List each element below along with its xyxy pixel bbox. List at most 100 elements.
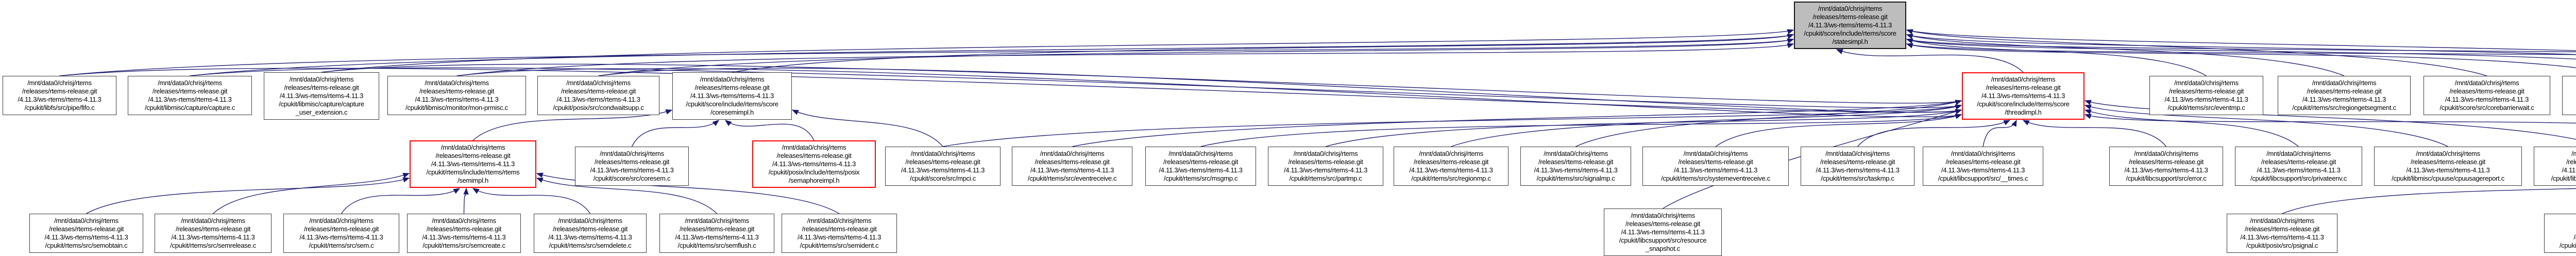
include-edge-cpuusagetop-to-threadimpl (2084, 100, 2576, 140)
graph-node-semimpl[interactable]: /mnt/data0/chrisj/rtems/releases/rtems-r… (410, 140, 536, 188)
node-label-line: /4.11.3/ws-rtems/rtems-4.11.3 (1534, 166, 1618, 174)
node-label-line: /mnt/data0/chrisj/rtems (1293, 150, 1358, 157)
node-label-line: /releases/rtems-release.git (284, 84, 359, 91)
node-label-line: /releases/rtems-release.git (2168, 87, 2244, 95)
graph-node-systemeventreceive[interactable]: /mnt/data0/chrisj/rtems/releases/rtems-r… (1642, 147, 1789, 186)
include-edge-semdelete-to-semimpl (472, 188, 591, 214)
graph-node-semobtain[interactable]: /mnt/data0/chrisj/rtems/releases/rtems-r… (29, 214, 143, 253)
node-label-line: /releases/rtems-release.git (694, 84, 770, 91)
graph-node-semcreate[interactable]: /mnt/data0/chrisj/rtems/releases/rtems-r… (407, 214, 521, 253)
node-label-line: /releases/rtems-release.git (48, 225, 124, 233)
node-label-line: /4.11.3/ws-rtems/rtems-4.11.3 (1981, 92, 2065, 100)
graph-node-msgmp[interactable]: /mnt/data0/chrisj/rtems/releases/rtems-r… (1145, 147, 1256, 186)
graph-node-eventmp[interactable]: /mnt/data0/chrisj/rtems/releases/rtems-r… (2149, 76, 2263, 115)
graph-node-cpuusagetop[interactable]: /mnt/data0/chrisj/rtems/releases/rtems-r… (2534, 147, 2576, 186)
node-label-line: /mnt/data0/chrisj/rtems (1544, 150, 1608, 157)
node-label-line: /4.11.3/ws-rtems/rtems-4.11.3 (590, 166, 674, 174)
node-label-line: /threadimpl.h (2005, 108, 2042, 116)
graph-node-semdelete[interactable]: /mnt/data0/chrisj/rtems/releases/rtems-r… (534, 214, 647, 253)
graph-node-signalmp[interactable]: /mnt/data0/chrisj/rtems/releases/rtems-r… (1520, 147, 1631, 186)
node-label-line: /4.11.3/ws-rtems/rtems-4.11.3 (415, 95, 499, 103)
graph-node-coresemimpl[interactable]: /mnt/data0/chrisj/rtems/releases/rtems-r… (672, 72, 792, 120)
graph-node-fifo[interactable]: /mnt/data0/chrisj/rtems/releases/rtems-r… (3, 76, 116, 115)
graph-node-mpci[interactable]: /mnt/data0/chrisj/rtems/releases/rtems-r… (885, 147, 1001, 186)
graph-node-psignal[interactable]: /mnt/data0/chrisj/rtems/releases/rtems-r… (2227, 214, 2337, 253)
node-label-line: /releases/rtems-release.git (561, 87, 636, 95)
node-label-line: /cpukit/rtems/src/regionmp.c (1411, 174, 1491, 182)
node-label-line: /cpukit/score/src/coresem.c (593, 174, 671, 182)
include-edge-capture_user_extension-to-statesimpl (321, 29, 1794, 73)
graph-node-capture_user_extension[interactable]: /mnt/data0/chrisj/rtems/releases/rtems-r… (264, 72, 379, 120)
graph-node-capture[interactable]: /mnt/data0/chrisj/rtems/releases/rtems-r… (128, 76, 252, 115)
node-label-line: /releases/rtems-release.git (22, 87, 97, 95)
node-label-line: /mnt/data0/chrisj/rtems (566, 79, 631, 87)
node-label-line: /mnt/data0/chrisj/rtems (1818, 5, 1883, 12)
graph-node-sem[interactable]: /mnt/data0/chrisj/rtems/releases/rtems-r… (283, 214, 399, 253)
graph-node-times[interactable]: /mnt/data0/chrisj/rtems/releases/rtems-r… (1923, 147, 2043, 186)
node-label-line: /4.11.3/ws-rtems/rtems-4.11.3 (2302, 95, 2386, 103)
graph-node-regionmp[interactable]: /mnt/data0/chrisj/rtems/releases/rtems-r… (1394, 147, 1509, 186)
node-label-line: /mnt/data0/chrisj/rtems (289, 75, 354, 83)
include-edge-mpci-to-coresemimpl (791, 109, 943, 147)
graph-node-coresem[interactable]: /mnt/data0/chrisj/rtems/releases/rtems-r… (575, 147, 689, 186)
graph-node-coremsgseize[interactable]: /mnt/data0/chrisj/rtems/releases/rtems-r… (2562, 76, 2576, 115)
graph-node-mon_prmisc[interactable]: /mnt/data0/chrisj/rtems/releases/rtems-r… (387, 76, 526, 115)
graph-node-semflush[interactable]: /mnt/data0/chrisj/rtems/releases/rtems-r… (659, 214, 774, 253)
node-label-line: /4.11.3/ws-rtems/rtems-4.11.3 (422, 233, 506, 241)
graph-node-resource_snapshot[interactable]: /mnt/data0/chrisj/rtems/releases/rtems-r… (1604, 209, 1722, 256)
graph-node-eventreceive[interactable]: /mnt/data0/chrisj/rtems/releases/rtems-r… (1012, 147, 1132, 186)
graph-node-regiongetsegment[interactable]: /mnt/data0/chrisj/rtems/releases/rtems-r… (2278, 76, 2411, 115)
include-edge-coremsgsubmit-to-statesimpl (1906, 38, 2576, 60)
node-label-line: /releases/rtems-release.git (802, 225, 877, 233)
node-label-line: /releases/rtems-release.git (552, 225, 628, 233)
node-label-line: /mnt/data0/chrisj/rtems (2565, 79, 2576, 87)
node-label-line: /4.11.3/ws-rtems/rtems-4.11.3 (1621, 228, 1705, 236)
node-label-line: /semimpl.h (457, 177, 488, 184)
graph-node-semident[interactable]: /mnt/data0/chrisj/rtems/releases/rtems-r… (782, 214, 897, 253)
include-edge-capture-to-statesimpl (190, 34, 1794, 76)
graph-node-cpuusagereport[interactable]: /mnt/data0/chrisj/rtems/releases/rtems-r… (2374, 147, 2522, 186)
node-label-line: /cpukit/rtems/src/taskmp.c (1821, 174, 1894, 182)
graph-node-psignalunblockthread[interactable]: /mnt/data0/chrisj/rtems/releases/rtems-r… (2544, 214, 2576, 253)
graph-node-threadimpl[interactable]: /mnt/data0/chrisj/rtems/releases/rtems-r… (1962, 72, 2084, 120)
node-label-line: /4.11.3/ws-rtems/rtems-4.11.3 (2164, 95, 2248, 103)
graph-node-error[interactable]: /mnt/data0/chrisj/rtems/releases/rtems-r… (2109, 147, 2223, 186)
include-edge-cpuusagereport-to-threadimpl (2084, 104, 2448, 147)
graph-node-taskmp[interactable]: /mnt/data0/chrisj/rtems/releases/rtems-r… (1801, 147, 1914, 186)
node-label-line: /releases/rtems-release.git (1413, 158, 1489, 166)
node-label-line: /4.11.3/ws-rtems/rtems-4.11.3 (2445, 95, 2529, 103)
graph-node-corebarrierwait[interactable]: /mnt/data0/chrisj/rtems/releases/rtems-r… (2424, 76, 2550, 115)
include-edge-semaphoreimpl-to-coresemimpl (724, 120, 815, 141)
node-label-line: /mnt/data0/chrisj/rtems (558, 217, 622, 225)
node-label-line: /cpukit/rtems/src/systemeventreceive.c (1661, 174, 1770, 182)
node-label-line: /mnt/data0/chrisj/rtems (27, 79, 92, 87)
graph-node-semrelease[interactable]: /mnt/data0/chrisj/rtems/releases/rtems-r… (155, 214, 272, 253)
graph-node-condwaitsupp[interactable]: /mnt/data0/chrisj/rtems/releases/rtems-r… (537, 76, 659, 115)
include-edge-regionmp-to-threadimpl (1451, 104, 1962, 147)
graph-node-privateenv[interactable]: /mnt/data0/chrisj/rtems/releases/rtems-r… (2235, 147, 2362, 186)
node-label-line: /releases/rtems-release.git (2410, 158, 2486, 166)
include-edge-times-to-threadimpl (1982, 119, 2017, 147)
node-label-line: /mnt/data0/chrisj/rtems (2266, 150, 2331, 157)
node-label-line: /mnt/data0/chrisj/rtems (2134, 150, 2198, 157)
node-label-line: /releases/rtems-release.git (2261, 158, 2336, 166)
include-edge-mpci-to-threadimpl (942, 104, 1962, 147)
node-label-line: /cpukit/libmisc/cpuuse/cpuusagereport.c (2392, 174, 2504, 182)
node-label-line: /cpukit/libcsupport/src/__times.c (1938, 174, 2028, 182)
node-label-line: /4.11.3/ws-rtems/rtems-4.11.3 (1941, 166, 2025, 174)
node-label-line: /releases/rtems-release.git (1986, 84, 2061, 91)
node-label-line: /releases/rtems-release.git (594, 158, 670, 166)
graph-node-semaphoreimpl[interactable]: /mnt/data0/chrisj/rtems/releases/rtems-r… (752, 140, 876, 188)
node-label-line: /cpukit/rtems/src/eventreceive.c (1027, 174, 1117, 182)
node-label-line: /cpukit/libmisc/capture/capture (279, 100, 364, 108)
graph-root-node-statesimpl[interactable]: /mnt/data0/chrisj/rtems/releases/rtems-r… (1794, 2, 1906, 49)
include-edge-psignal-to-pthreadimpl (2282, 188, 2576, 214)
node-label-line: /mnt/data0/chrisj/rtems (700, 75, 765, 83)
node-label-line: _snapshot.c (1646, 245, 1680, 252)
node-label-line: /mnt/data0/chrisj/rtems (1683, 150, 1748, 157)
node-label-line: /releases/rtems-release.git (2449, 87, 2524, 95)
graph-node-partmp[interactable]: /mnt/data0/chrisj/rtems/releases/rtems-r… (1268, 147, 1383, 186)
node-label-line: /mnt/data0/chrisj/rtems (600, 150, 664, 157)
node-label-line: /releases/rtems-release.git (175, 225, 251, 233)
node-label-line: /4.11.3/ws-rtems/rtems-4.11.3 (18, 95, 101, 103)
